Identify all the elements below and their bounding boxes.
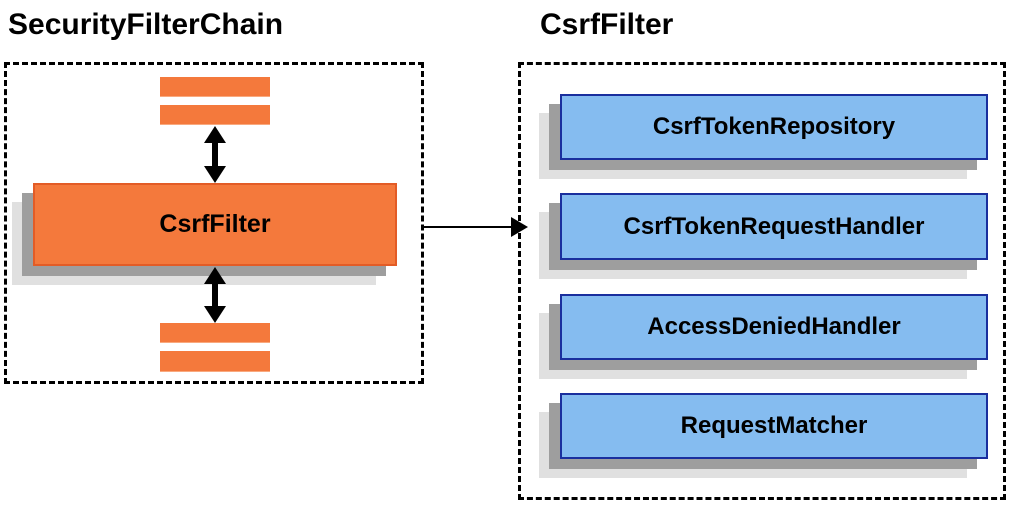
double-arrow-top-icon [204,126,226,183]
component-label: AccessDeniedHandler [647,313,901,340]
csrf-filter-box: CsrfFilter [33,183,397,266]
component-box-csrf-token-request-handler: CsrfTokenRequestHandler [560,193,988,260]
csrf-filter-title: CsrfFilter [540,8,674,41]
connector-arrow-icon [423,217,528,237]
filter-bar-top-2 [160,105,270,125]
security-filter-chain-panel [4,62,424,384]
filter-bar-bottom-2 [160,351,270,372]
component-box-request-matcher: RequestMatcher [560,393,988,459]
double-arrow-bottom-icon [204,267,226,323]
component-label: CsrfTokenRequestHandler [623,212,925,240]
component-label: RequestMatcher [680,412,868,439]
security-filter-chain-title: SecurityFilterChain [8,8,284,41]
filter-bar-top-1 [160,77,270,97]
component-box-csrf-token-repository: CsrfTokenRepository [560,94,988,160]
csrf-filter-panel [518,62,1006,500]
filter-bar-bottom-1 [160,323,270,343]
component-box-access-denied-handler: AccessDeniedHandler [560,294,988,360]
component-label: CsrfTokenRepository [652,113,896,140]
csrf-filter-box-label: CsrfFilter [159,210,271,238]
